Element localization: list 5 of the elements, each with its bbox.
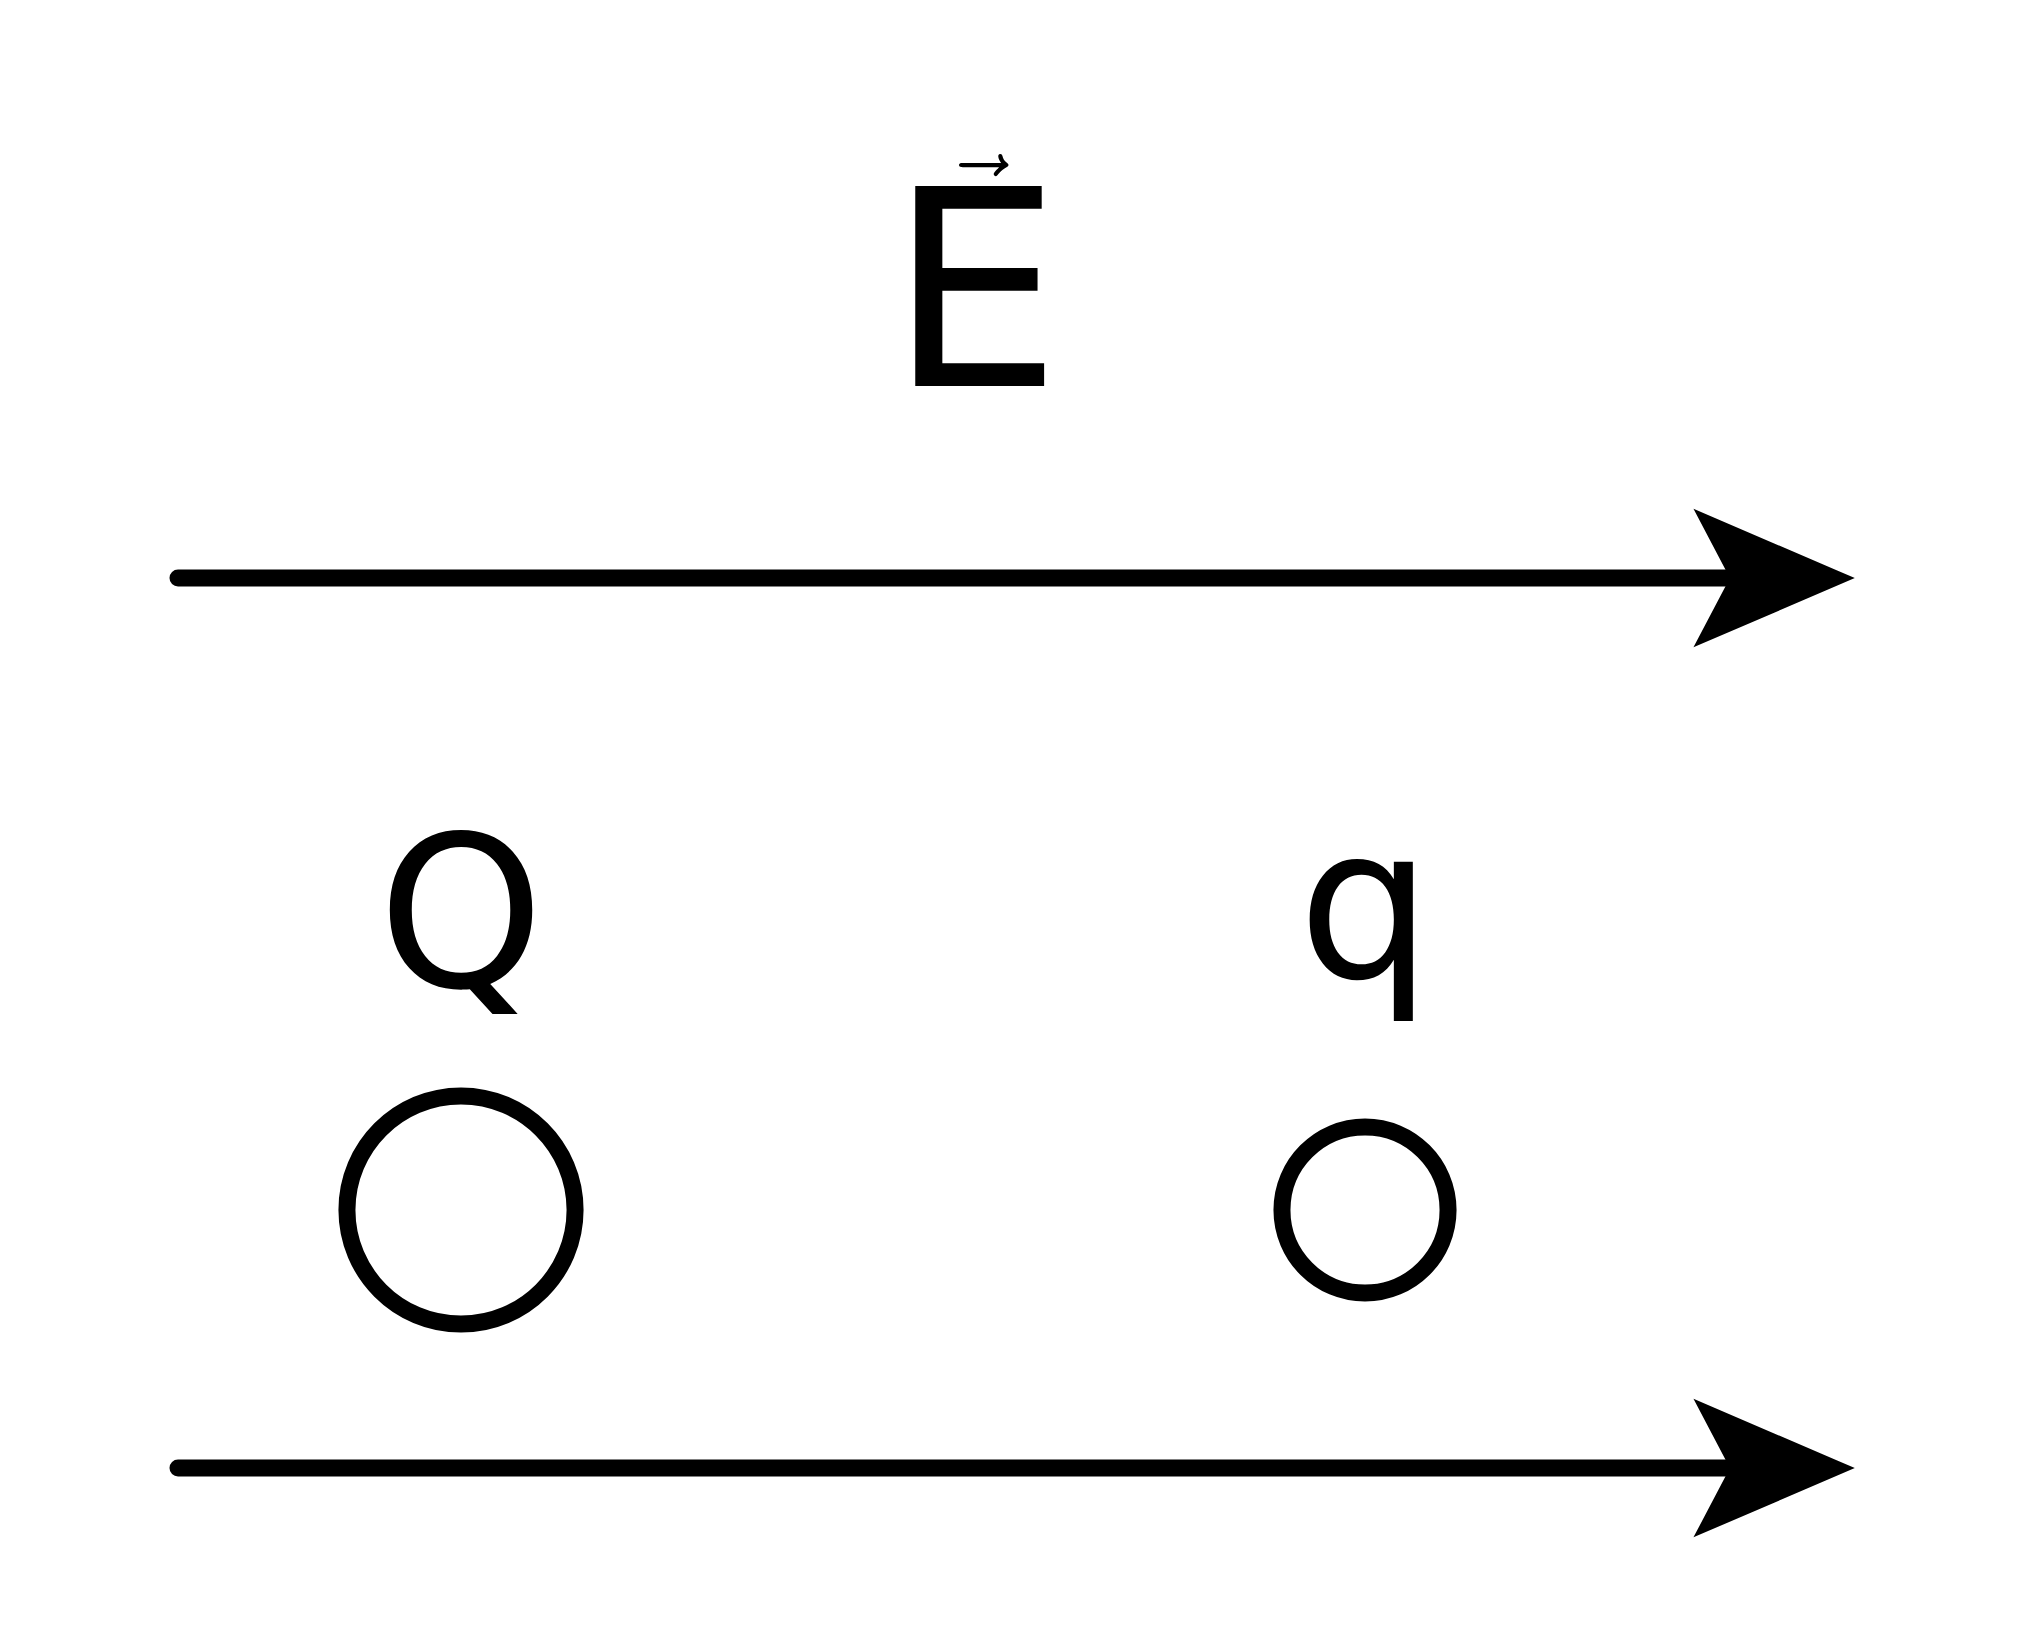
charge-circle [338, 1087, 584, 1333]
charge-circle [1273, 1118, 1457, 1302]
charge-label: q [1309, 858, 1413, 1022]
charge-label: Q [389, 830, 533, 1014]
field-symbol: $\vec{\mathsf{E}}$ [915, 154, 1045, 387]
